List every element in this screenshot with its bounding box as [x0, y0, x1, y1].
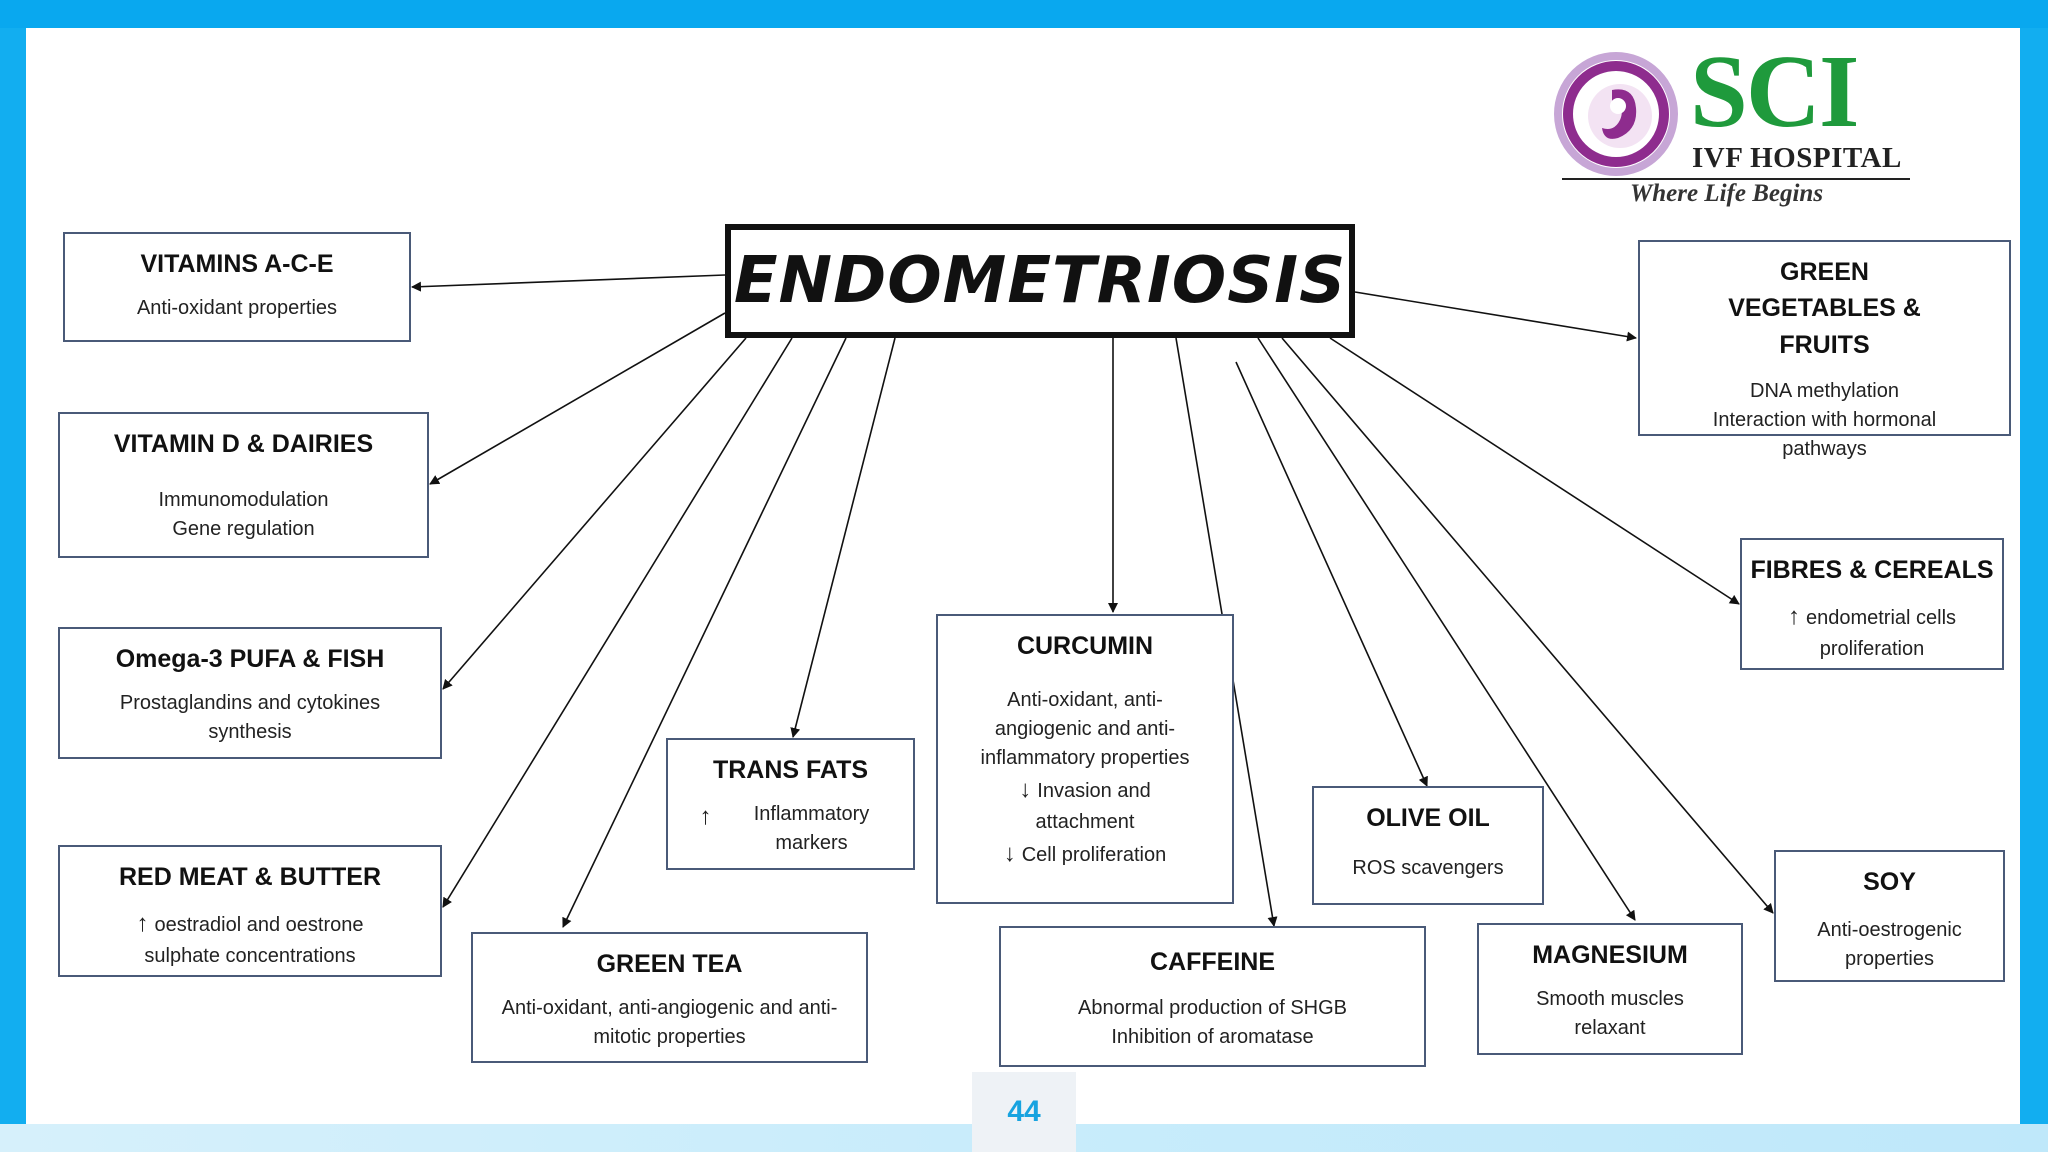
- node-title: Omega-3 PUFA & FISH: [115, 645, 385, 673]
- node-magnesium: MAGNESIUM Smooth muscles relaxant: [1477, 923, 1743, 1055]
- node-curcumin: CURCUMIN Anti-oxidant, anti-angiogenic a…: [936, 614, 1234, 904]
- increase-arrow-icon: [136, 914, 154, 936]
- node-omega3: Omega-3 PUFA & FISH Prostaglandins and c…: [58, 627, 442, 759]
- node-desc: Cell proliferation: [1021, 844, 1167, 867]
- node-title: GREEN VEGETABLES & FRUITS: [1728, 258, 1921, 359]
- node-title: VITAMIN D & DAIRIES: [113, 430, 374, 458]
- node-caffeine: CAFFEINE Abnormal production of SHGB Inh…: [999, 926, 1426, 1067]
- logo-divider: [1562, 178, 1910, 180]
- node-title: RED MEAT & BUTTER: [118, 863, 382, 891]
- node-desc-group: DNA methylation Interaction with hormona…: [1640, 377, 2009, 464]
- node-desc: Prostaglandins and cytokines synthesis: [119, 692, 381, 744]
- arrow-trans-fats: [790, 337, 896, 738]
- node-desc-line: Gene regulation: [172, 518, 315, 541]
- node-desc: Anti-oxidant properties: [136, 297, 338, 320]
- node-desc: Anti-oxidant, anti-angiogenic and anti-m…: [501, 997, 838, 1049]
- node-vitamin-d: VITAMIN D & DAIRIES Immunomodulation Gen…: [58, 412, 429, 558]
- node-desc: ROS scavengers: [1352, 857, 1504, 880]
- main-title: ENDOMETRIOSIS: [733, 244, 1347, 318]
- node-title: TRANS FATS: [712, 756, 869, 784]
- node-desc-wrap: oestradiol and oestrone sulphate concent…: [60, 907, 440, 971]
- node-desc-wrap: Cell proliferation: [938, 837, 1232, 872]
- node-fibres: FIBRES & CEREALS endometrial cells proli…: [1740, 538, 2004, 670]
- arrow-red-meat: [442, 337, 793, 908]
- node-red-meat: RED MEAT & BUTTER oestradiol and oestron…: [58, 845, 442, 977]
- node-desc-line: Inhibition of aromatase: [1111, 1026, 1314, 1049]
- node-desc-line: Abnormal production of SHGB: [1077, 997, 1348, 1020]
- node-vitamins-ace: VITAMINS A-C-E Anti-oxidant properties: [63, 232, 411, 342]
- node-title: GREEN TEA: [596, 950, 743, 978]
- node-desc-wrap: endometrial cells proliferation: [1742, 600, 2002, 664]
- decrease-arrow-icon: [1004, 844, 1022, 866]
- arrow-green-veg: [1354, 291, 1637, 342]
- node-title: FIBRES & CEREALS: [1750, 556, 1994, 584]
- node-title: CAFFEINE: [1150, 948, 1275, 976]
- increase-arrow-icon: [1788, 607, 1806, 629]
- node-desc-group: Abnormal production of SHGB Inhibition o…: [1001, 994, 1424, 1052]
- node-desc: Smooth muscles relaxant: [1536, 988, 1684, 1040]
- node-soy: SOY Anti-oestrogenic properties: [1774, 850, 2005, 982]
- increase-arrow-icon: [700, 800, 718, 835]
- logo-tagline: Where Life Begins: [1630, 180, 1824, 207]
- node-green-veg: GREEN VEGETABLES & FRUITS DNA methylatio…: [1638, 240, 2011, 460]
- node-desc: Anti-oxidant, anti-angiogenic and anti-i…: [980, 689, 1190, 770]
- arrow-magnesium: [1257, 337, 1636, 921]
- logo-emblem-icon: [1554, 52, 1678, 176]
- node-desc: endometrial cells proliferation: [1805, 607, 1957, 661]
- arrow-olive-oil: [1235, 361, 1428, 787]
- arrow-vitamins-ace: [411, 274, 726, 292]
- arrow-green-tea: [562, 337, 847, 928]
- node-title: MAGNESIUM: [1532, 941, 1688, 969]
- decrease-arrow-icon: [1019, 780, 1037, 802]
- node-desc-line: Immunomodulation: [158, 489, 329, 512]
- node-desc: Anti-oestrogenic properties: [1817, 919, 1962, 971]
- frame-top: [0, 0, 2048, 28]
- node-title: SOY: [1863, 868, 1916, 896]
- arrow-vitamin-d: [429, 312, 726, 485]
- node-olive-oil: OLIVE OIL ROS scavengers: [1312, 786, 1544, 905]
- frame-right: [2020, 28, 2048, 1124]
- logo-name: SCI: [1690, 34, 1859, 149]
- node-desc-line: DNA methylation: [1750, 379, 1899, 402]
- hospital-logo: SCI IVF HOSPITAL Where Life Begins: [1550, 34, 1910, 222]
- node-desc: Invasion and attachment: [1035, 780, 1151, 834]
- node-desc-group: Immunomodulation Gene regulation: [60, 486, 427, 544]
- node-title: CURCUMIN: [1016, 632, 1154, 660]
- frame-left: [0, 28, 26, 1124]
- node-desc: Inflammatory markers: [753, 803, 870, 855]
- node-title: OLIVE OIL: [1366, 804, 1490, 832]
- arrow-omega3: [442, 337, 747, 690]
- node-desc-line: Interaction with hormonal pathways: [1712, 408, 1937, 460]
- page-number: 44: [972, 1072, 1076, 1152]
- main-title-box: ENDOMETRIOSIS: [725, 224, 1355, 338]
- node-title: VITAMINS A-C-E: [140, 250, 334, 278]
- node-trans-fats: TRANS FATS Inflammatory markers: [666, 738, 915, 870]
- logo-subtitle: IVF HOSPITAL: [1692, 142, 1902, 174]
- node-desc-wrap: Invasion and attachment: [938, 773, 1232, 837]
- node-desc: oestradiol and oestrone sulphate concent…: [144, 914, 364, 968]
- arrow-soy: [1281, 337, 1774, 914]
- node-green-tea: GREEN TEA Anti-oxidant, anti-angiogenic …: [471, 932, 868, 1063]
- arrow-fibres: [1329, 337, 1740, 605]
- node-desc-wrap: Inflammatory markers: [668, 800, 913, 858]
